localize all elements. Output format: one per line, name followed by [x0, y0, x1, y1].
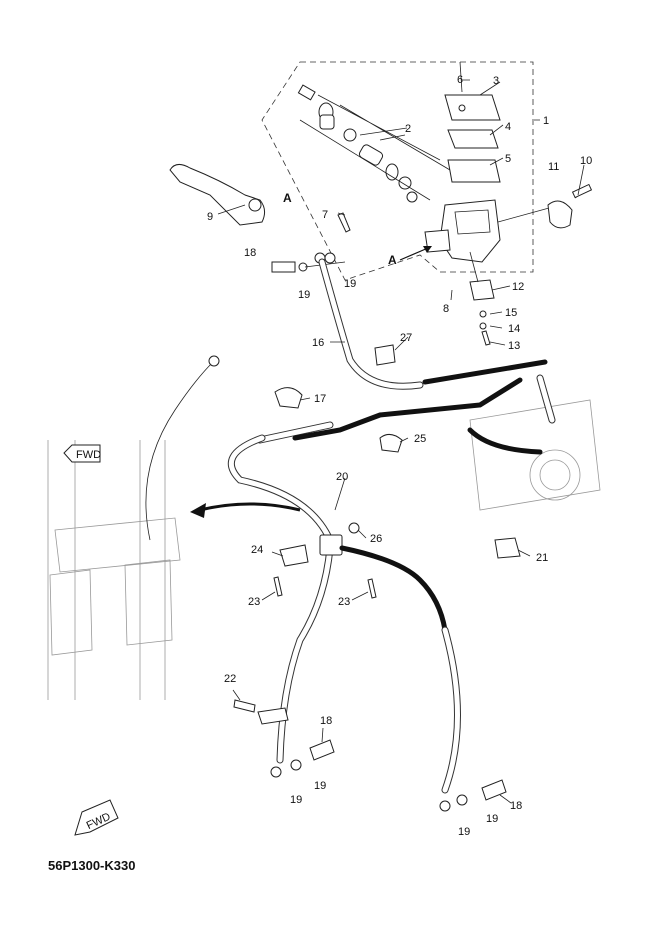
washer-left-b — [290, 759, 302, 771]
brake-lever — [169, 164, 266, 226]
callout-2: 2 — [405, 123, 411, 135]
callout-23-right: 23 — [338, 596, 350, 608]
callout-16: 16 — [312, 337, 324, 349]
mid-brake-hose — [256, 377, 523, 444]
arrow-head — [190, 503, 206, 518]
callout-25: 25 — [414, 433, 426, 445]
piston-kit — [297, 84, 451, 203]
callout-19-left-a: 19 — [290, 794, 302, 806]
callout-8: 8 — [443, 303, 449, 315]
caliper-outline — [467, 374, 601, 511]
callout-23-left: 23 — [248, 596, 260, 608]
callout-19-right-b: 19 — [486, 813, 498, 825]
bracket-lower-left — [257, 707, 289, 725]
callout-A-cylinder: A — [388, 253, 397, 267]
nut-26 — [348, 522, 360, 534]
callout-20: 20 — [336, 471, 348, 483]
callout-18-top: 18 — [244, 247, 256, 259]
callout-19-top-b: 19 — [344, 278, 356, 290]
callout-21: 21 — [536, 552, 548, 564]
bolt-23-left — [273, 576, 283, 597]
callout-18-left: 18 — [320, 715, 332, 727]
fwd-label-top: FWD — [76, 449, 101, 461]
union-bolt-right — [481, 779, 507, 801]
callout-17: 17 — [314, 393, 326, 405]
fwd-badge-bottom: FWD — [74, 799, 119, 836]
clip-27 — [374, 344, 396, 366]
callout-6: 6 — [457, 74, 463, 86]
callout-14: 14 — [508, 323, 520, 335]
clamp-holder — [547, 183, 593, 229]
assembly-direction-arrow — [199, 502, 301, 512]
bracket-24 — [279, 544, 309, 567]
arrow-A — [399, 247, 429, 261]
bolt-23-right — [367, 578, 377, 599]
callout-15: 15 — [505, 307, 517, 319]
master-cylinder-body — [424, 199, 561, 263]
callout-18-right: 18 — [510, 800, 522, 812]
callout-19-right-a: 19 — [458, 826, 470, 838]
callout-A-lever: A — [283, 191, 292, 205]
callout-24: 24 — [251, 544, 263, 556]
bolt-7 — [337, 212, 351, 233]
hose-guide-17 — [274, 387, 303, 409]
upper-brake-hose — [318, 258, 548, 390]
kit-enclosure — [261, 61, 534, 281]
arrow-A-head — [423, 246, 432, 253]
front-fork-outline — [47, 355, 220, 700]
callout-12: 12 — [512, 281, 524, 293]
brake-switch — [469, 251, 495, 346]
callout-10: 10 — [580, 155, 592, 167]
washer-right-a — [439, 800, 451, 812]
lower-brake-hose-right — [339, 545, 461, 794]
lower-brake-hose-20 — [227, 434, 343, 764]
reservoir-cap-stack — [444, 61, 501, 183]
callout-1: 1 — [543, 115, 549, 127]
leaders — [217, 79, 585, 804]
callout-3: 3 — [493, 75, 499, 87]
callout-19-left-b: 19 — [314, 780, 326, 792]
clip-21 — [494, 537, 521, 559]
fwd-badge-top: FWD — [63, 444, 101, 463]
washer-left-a — [270, 766, 282, 778]
callout-7: 7 — [322, 209, 328, 221]
union-bolt-top — [271, 252, 346, 273]
washer-right-b — [456, 794, 468, 806]
callout-5: 5 — [505, 153, 511, 165]
callout-27: 27 — [400, 332, 412, 344]
callout-13: 13 — [508, 340, 520, 352]
callout-4: 4 — [505, 121, 511, 133]
union-bolt-left — [309, 739, 335, 761]
bolt-22 — [233, 699, 256, 713]
hose-guide-25 — [379, 434, 403, 453]
callout-19-top-a: 19 — [298, 289, 310, 301]
callout-11: 11 — [548, 161, 559, 173]
callout-9: 9 — [207, 211, 213, 223]
callout-26: 26 — [370, 533, 382, 545]
diagram-code: 56P1300-K330 — [48, 858, 136, 873]
callout-22: 22 — [224, 673, 236, 685]
